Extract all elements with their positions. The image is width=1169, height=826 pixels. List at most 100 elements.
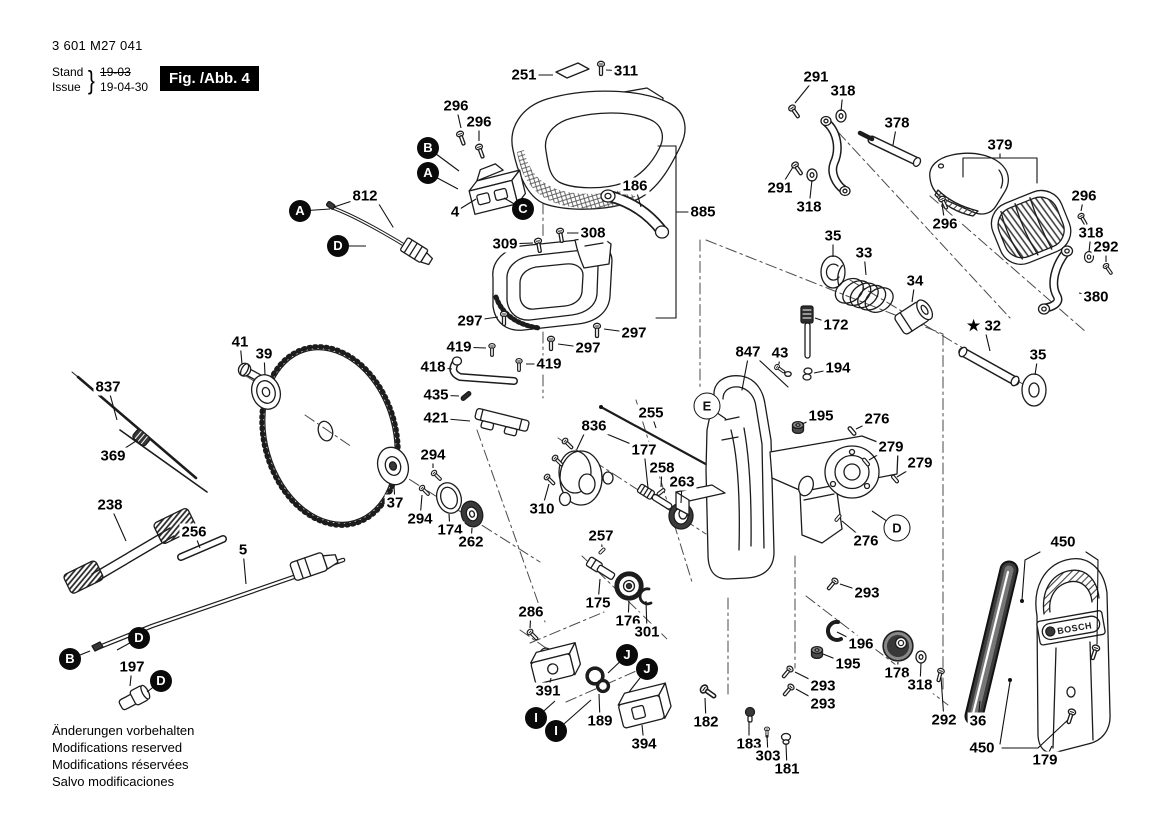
note-line-en: Modifications reserved: [52, 740, 183, 755]
part-label-391: 391: [533, 682, 563, 700]
part-label-847: 847: [733, 343, 763, 361]
rod-5: [91, 552, 346, 652]
part-label-189: 189: [585, 712, 615, 730]
ball-screw-183: [744, 706, 756, 723]
connector-badge-D-6: D: [128, 627, 150, 649]
connector-badge-E-12: E: [693, 392, 721, 420]
clip-196: [826, 619, 843, 642]
note-line-fr: Modifications réservées: [52, 757, 189, 772]
part-label-238: 238: [95, 496, 125, 514]
connector-badge-B-2: B: [417, 137, 439, 159]
connector-badge-I-8: I: [525, 707, 547, 729]
part-label-276: 276: [851, 532, 881, 550]
part-label-293: 293: [808, 677, 838, 695]
part-label-435: 435: [421, 386, 451, 404]
part-label-301: 301: [632, 623, 662, 641]
connector-badge-D-1: D: [327, 235, 349, 257]
blade-axis: [304, 414, 353, 448]
part-label-175: 175: [583, 594, 613, 612]
connector-badge-J-11: J: [636, 658, 658, 680]
pulley-178: [882, 630, 914, 662]
document-number: 3 601 M27 041: [52, 38, 143, 53]
spring-33: [834, 264, 894, 314]
part-label-812: 812: [350, 187, 380, 205]
part-label-256: 256: [179, 523, 209, 541]
saw-blade: [259, 344, 401, 528]
part-label-297: 297: [573, 339, 603, 357]
part-label-421: 421: [421, 409, 451, 427]
part-label-182: 182: [691, 713, 721, 731]
part-label-296: 296: [1069, 187, 1099, 205]
part-label-419: 419: [534, 355, 564, 373]
part-label-450: 450: [1048, 533, 1078, 551]
housing-847: [675, 375, 775, 580]
part-label-380: 380: [1081, 288, 1111, 306]
nut-181: [780, 732, 792, 745]
part-label-318: 318: [905, 676, 935, 694]
connector-badge-A-0: A: [289, 200, 311, 222]
handle-379b: [990, 189, 1072, 265]
lever-186: [600, 189, 670, 239]
brace-glyph: }: [88, 65, 96, 95]
nut-43: [784, 370, 792, 378]
part-label-257: 257: [586, 527, 616, 545]
belt-guard-179: BOSCH: [1035, 558, 1111, 754]
stand-label: Stand: [52, 65, 84, 79]
part-label-263: 263: [667, 473, 697, 491]
part-label-186: 186: [620, 177, 650, 195]
part-label-318: 318: [828, 82, 858, 100]
part-label-194: 194: [823, 359, 853, 377]
rod-378: [857, 130, 922, 167]
handle-379a: [929, 152, 1010, 217]
switch-394: [617, 682, 672, 729]
note-line-es: Salvo modificaciones: [52, 774, 175, 789]
part-label-177: 177: [629, 441, 659, 459]
part-label-450: 450: [967, 739, 997, 757]
stand-value: 19-03: [100, 65, 131, 79]
part-label-276: 276: [862, 410, 892, 428]
part-label-419: 419: [444, 338, 474, 356]
part-label-318: 318: [794, 198, 824, 216]
part-label-35: 35: [822, 227, 844, 245]
power-switch: [468, 163, 527, 215]
gear-176: [614, 571, 644, 601]
part-label-279: 279: [905, 454, 935, 472]
part-label-43: 43: [769, 344, 791, 362]
part-label-297: 297: [455, 312, 485, 330]
shaft-177: [636, 483, 673, 510]
bushing-197: [118, 684, 151, 711]
gasket-251: [555, 62, 590, 79]
part-label-303: 303: [753, 747, 783, 765]
part-label-172: 172: [821, 316, 851, 334]
part-label-296: 296: [930, 215, 960, 233]
modifications-note: Änderungen vorbehalten Modifications res…: [52, 722, 194, 790]
connector-badge-A-3: A: [417, 162, 439, 184]
washer-35b: [1021, 373, 1047, 407]
part-label-418: 418: [418, 358, 448, 376]
part-label-292: 292: [929, 711, 959, 729]
figure-label: Fig. /Abb. 4: [160, 66, 259, 91]
part-label-308: 308: [578, 224, 608, 242]
flange-39: [250, 374, 282, 410]
part-label-379: 379: [985, 136, 1015, 154]
part-label-291: 291: [765, 179, 795, 197]
ring-174: [435, 482, 463, 514]
bracket-421: [474, 407, 530, 437]
part-label-293: 293: [808, 695, 838, 713]
rod-32: [958, 346, 1020, 387]
part-label-195: 195: [806, 407, 836, 425]
part-label-286: 286: [516, 603, 546, 621]
part-label-311: 311: [611, 62, 641, 80]
part-label-837: 837: [93, 378, 123, 396]
damper-34: [894, 299, 934, 335]
part-label-297: 297: [619, 324, 649, 342]
part-label-41: 41: [229, 333, 251, 351]
part-label-34: 34: [904, 272, 926, 290]
part-label-836: 836: [579, 417, 609, 435]
part-label-32: ★ 32: [964, 317, 1004, 335]
part-label-36: 36: [967, 712, 989, 730]
part-label-291: 291: [801, 68, 831, 86]
